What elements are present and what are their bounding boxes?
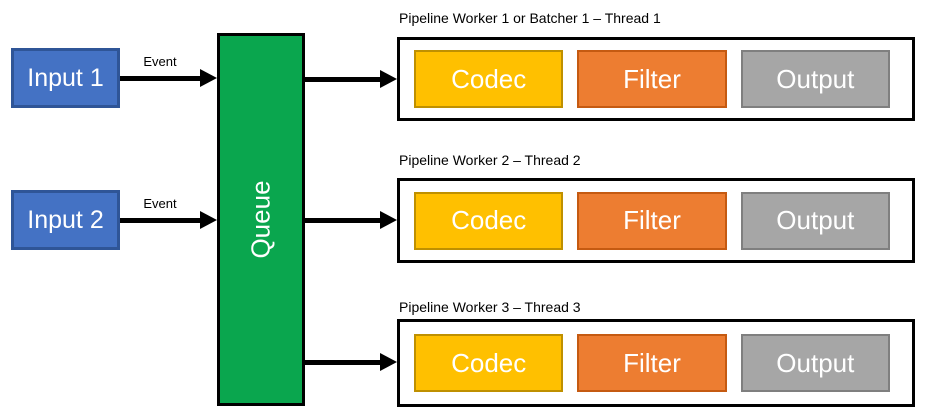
worker-1-filter-box: Filter — [577, 50, 727, 108]
worker-1-title: Pipeline Worker 1 or Batcher 1 – Thread … — [399, 10, 661, 26]
queue-box: Queue — [217, 33, 305, 406]
worker-3-filter-box: Filter — [577, 334, 727, 392]
worker-3-output-box: Output — [740, 334, 890, 392]
input-2-label: Input 2 — [27, 205, 104, 234]
arrowhead-icon — [380, 353, 397, 371]
codec-label: Codec — [451, 205, 527, 235]
arrow-shaft — [120, 217, 200, 223]
input-2-box: Input 2 — [11, 190, 120, 250]
worker-1-codec-box: Codec — [414, 50, 564, 108]
worker-3-codec-box: Codec — [414, 334, 564, 392]
arrowhead-icon — [380, 70, 397, 88]
arrowhead-icon — [380, 211, 397, 229]
arrow-shaft — [305, 359, 380, 365]
arrow-queue-to-worker-2 — [305, 211, 397, 229]
codec-label: Codec — [451, 347, 527, 378]
filter-label: Filter — [623, 205, 681, 235]
arrowhead-icon — [200, 211, 217, 229]
worker-2-title: Pipeline Worker 2 – Thread 2 — [399, 152, 581, 168]
filter-label: Filter — [623, 63, 681, 94]
arrow-queue-to-worker-3 — [305, 353, 397, 371]
worker-2-filter-box: Filter — [577, 191, 727, 250]
output-label: Output — [776, 347, 855, 378]
event-label-2: Event — [143, 196, 177, 211]
worker-3-title: Pipeline Worker 3 – Thread 3 — [399, 299, 581, 315]
arrowhead-icon — [200, 69, 217, 87]
arrow-input-1-to-queue — [120, 69, 217, 87]
worker-1-output-box: Output — [740, 50, 890, 108]
worker-3-box: Codec Filter Output — [397, 319, 915, 407]
output-label: Output — [776, 63, 855, 94]
arrow-shaft — [305, 217, 380, 223]
filter-label: Filter — [623, 347, 681, 378]
arrow-input-2-to-queue — [120, 211, 217, 229]
event-label-1: Event — [143, 54, 177, 69]
arrow-shaft — [305, 76, 380, 82]
input-1-label: Input 1 — [27, 63, 104, 92]
output-label: Output — [776, 205, 855, 235]
codec-label: Codec — [451, 63, 527, 94]
queue-label: Queue — [245, 180, 276, 259]
worker-1-box: Codec Filter Output — [397, 37, 915, 121]
worker-2-codec-box: Codec — [414, 191, 564, 250]
worker-2-box: Codec Filter Output — [397, 178, 915, 263]
arrow-shaft — [120, 75, 200, 81]
worker-2-output-box: Output — [740, 191, 890, 250]
arrow-queue-to-worker-1 — [305, 70, 397, 88]
input-1-box: Input 1 — [11, 48, 120, 108]
